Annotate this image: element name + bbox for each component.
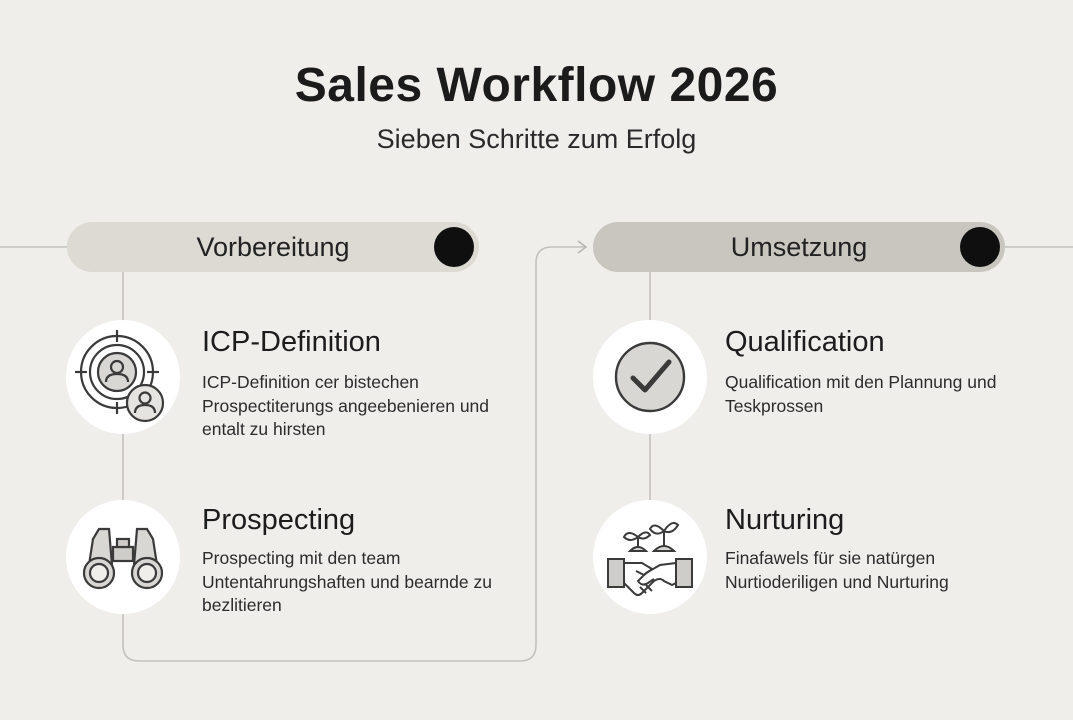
phase-pill-vorbereitung: Vorbereitung [67, 222, 479, 272]
binoculars-icon [82, 527, 164, 590]
step-title-icp: ICP-Definition [202, 326, 381, 358]
phase-label: Vorbereitung [196, 231, 350, 262]
step-title-prospecting: Prospecting [202, 504, 356, 536]
step-desc-qualification: Qualification mit den Plannung und Teskp… [725, 372, 997, 416]
target-user-icon [75, 330, 165, 423]
step-icon-circle [66, 320, 180, 434]
step-title-nurturing: Nurturing [725, 504, 845, 536]
phase-label: Umsetzung [730, 231, 868, 262]
page-subtitle: Sieben Schritte zum Erfolg [376, 124, 697, 154]
phase-marker-icon [960, 227, 1000, 267]
arrow-head-icon [577, 240, 588, 254]
step-icon-circle [593, 500, 707, 614]
step-icon-circle [66, 500, 180, 614]
handshake-sprout-icon [607, 522, 693, 596]
check-circle-icon [614, 341, 686, 413]
step-desc-nurturing: Finafawels für sie natürgen Nurtioderili… [725, 548, 949, 592]
step-icon-circle [593, 320, 707, 434]
flow-connector [122, 246, 586, 662]
page-title: Sales Workflow 2026 [294, 59, 779, 112]
phase-pill-umsetzung: Umsetzung [593, 222, 1005, 272]
step-title-qualification: Qualification [725, 326, 885, 358]
phase-marker-icon [434, 227, 474, 267]
step-desc-prospecting: Prospecting mit den team Untentahrungsha… [202, 548, 492, 615]
step-desc-icp: ICP-Definition cer bistechen Prospectite… [202, 372, 490, 439]
